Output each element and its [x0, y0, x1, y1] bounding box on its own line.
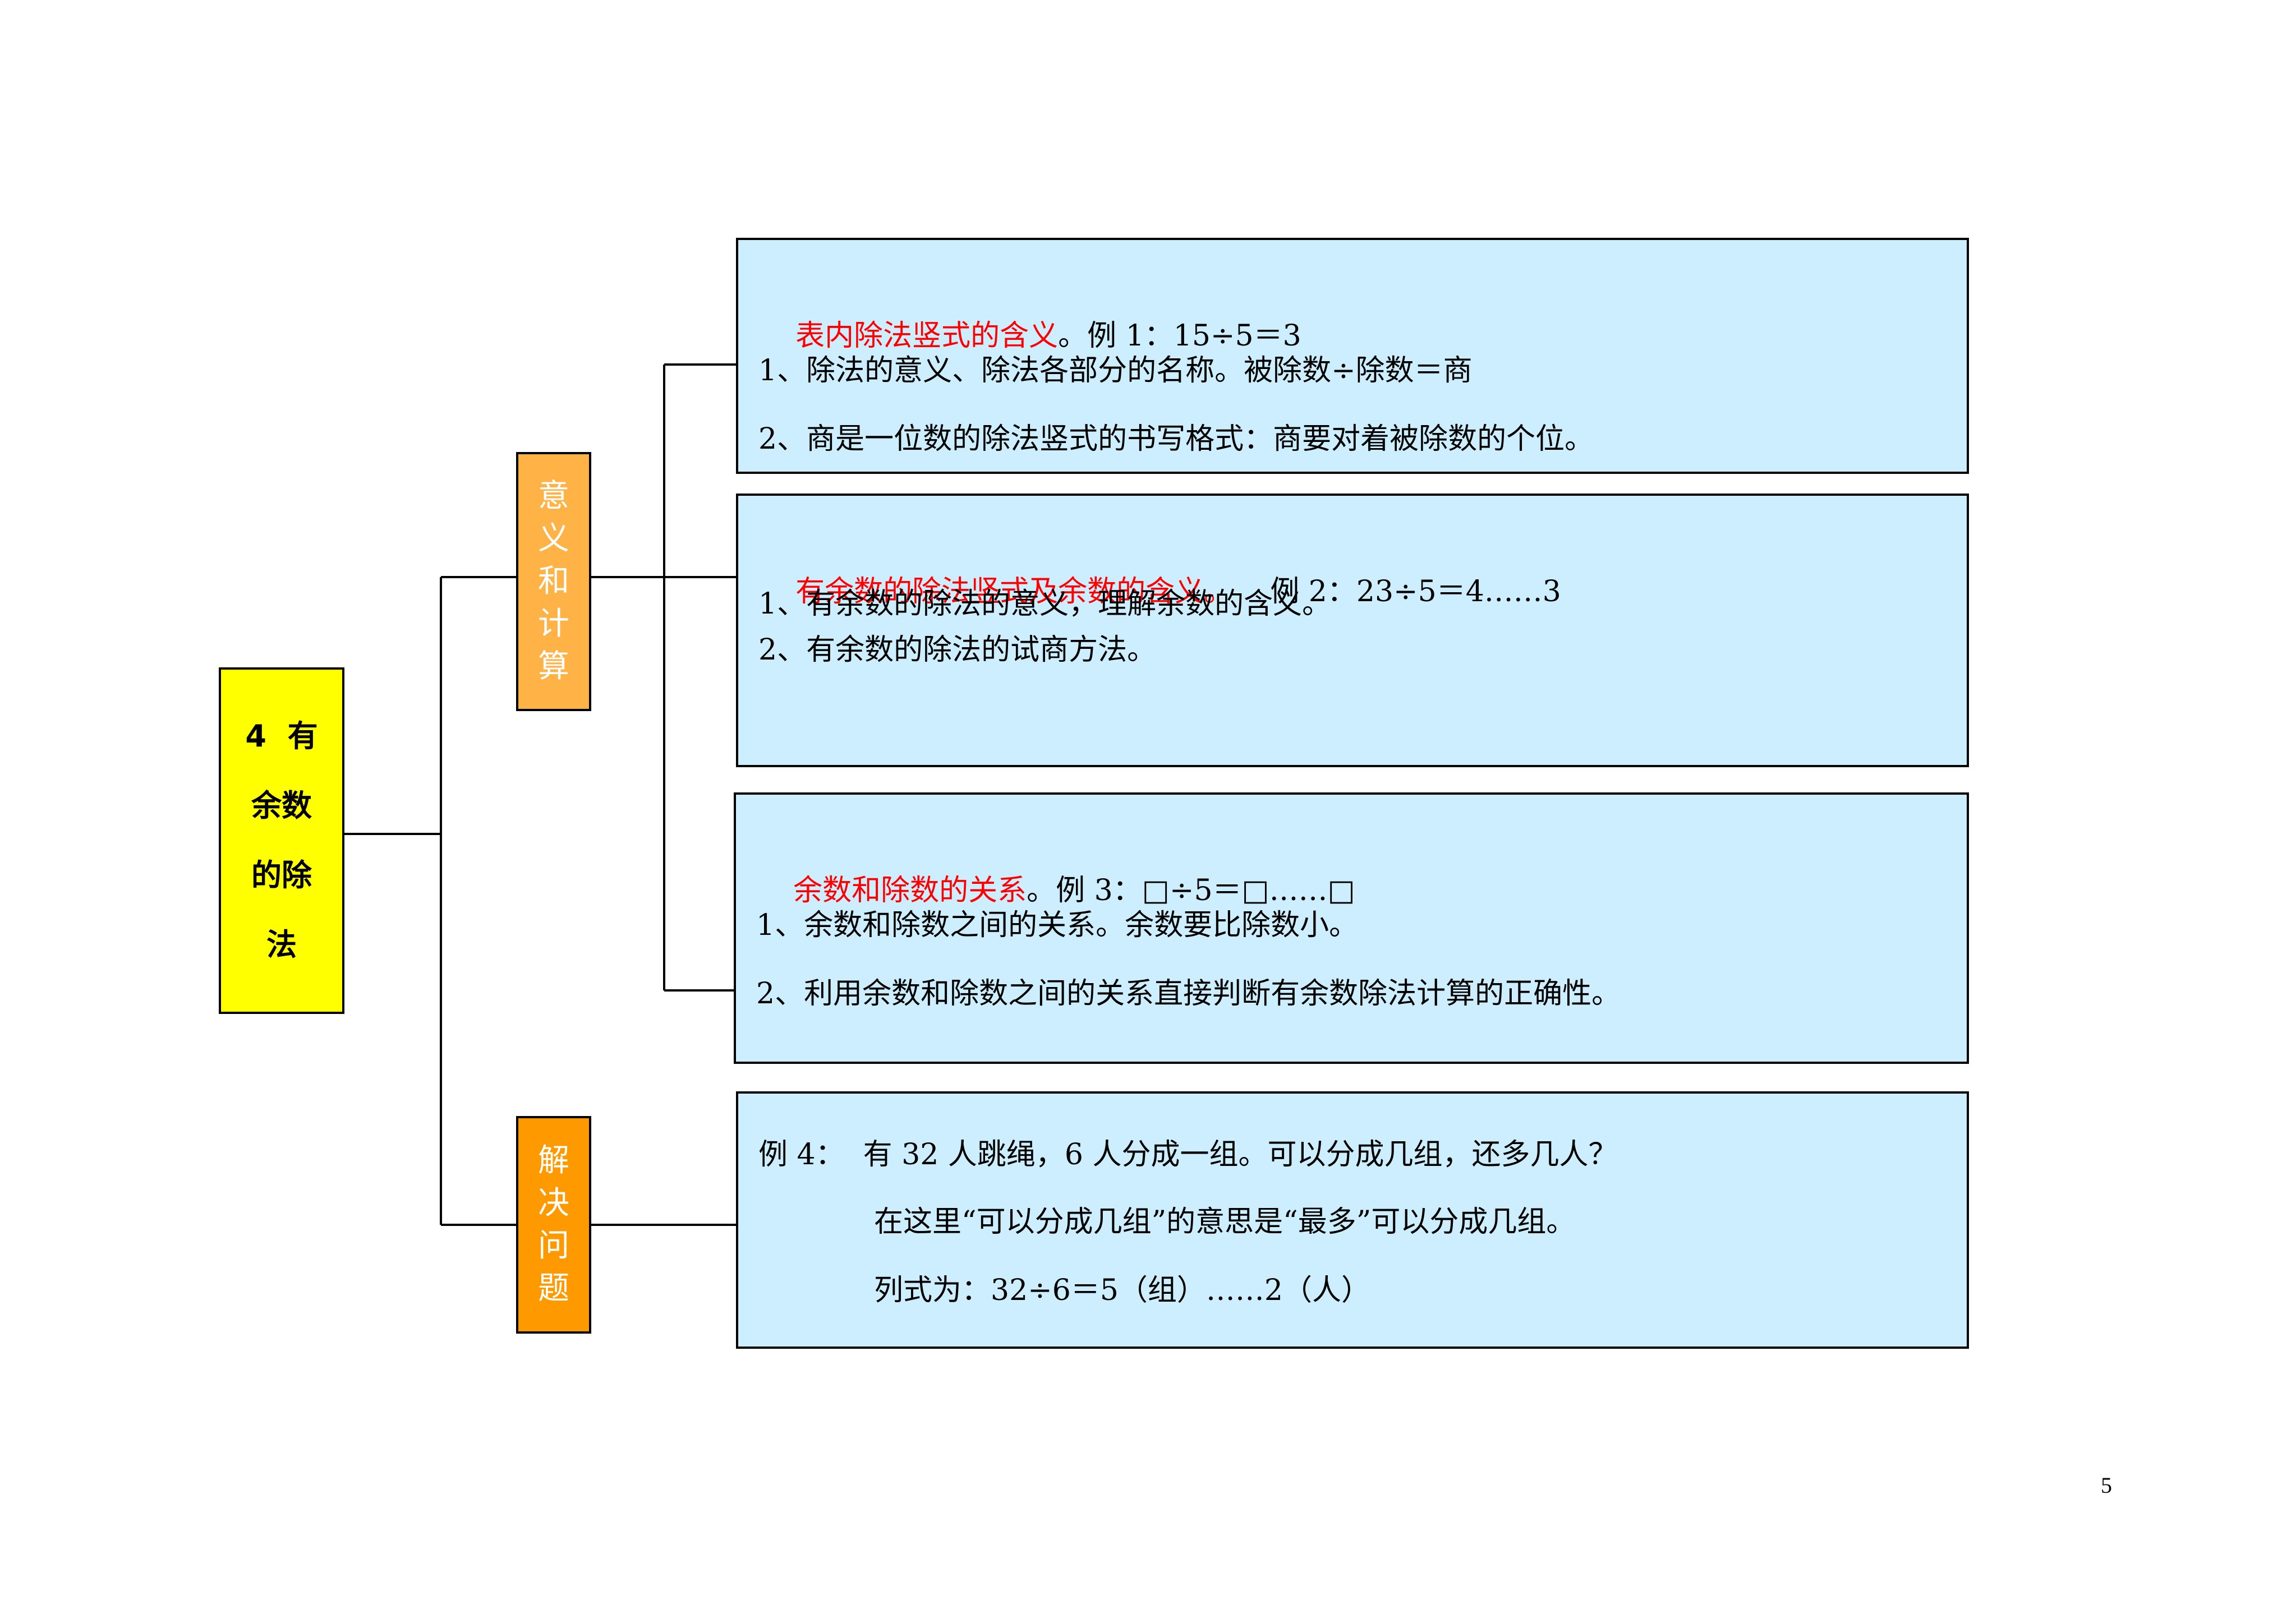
root-title-line: 的除: [251, 857, 312, 893]
category-char: 解: [538, 1142, 569, 1179]
category-char: 问: [538, 1228, 569, 1264]
box-line: 1、余数和除数之间的关系。余数要比除数小。: [756, 909, 1359, 942]
category-char: 意: [538, 478, 569, 514]
heading-example-text: 例 2：23÷5＝4……3: [1233, 575, 1561, 608]
box-heading: 余数和除数的关系。例 3：□÷5＝□……□: [756, 833, 1355, 942]
page-number: 5: [2101, 1473, 2112, 1498]
category-char: 题: [538, 1270, 569, 1307]
category-char: 决: [538, 1185, 569, 1221]
root-title-line: 法: [266, 927, 297, 962]
box-line: 2、有余数的除法的试商方法。: [758, 633, 1157, 667]
category-problem-solving: 解 决 问 题: [516, 1116, 591, 1334]
category-char: 算: [538, 648, 569, 685]
box-line: 1、除法的意义、除法各部分的名称。被除数÷除数＝商: [758, 354, 1473, 388]
content-box-3: 余数和除数的关系。例 3：□÷5＝□……□ 1、余数和除数之间的关系。余数要比除…: [734, 792, 1969, 1064]
box-line: 1、有余数的除法的意义，理解余数的含义。: [758, 587, 1332, 621]
box-line: 2、商是一位数的除法竖式的书写格式：商要对着被除数的个位。: [758, 422, 1594, 456]
box-heading: 表内除法竖式的含义。例 1：15÷5＝3: [758, 278, 1301, 388]
category-char: 义: [538, 520, 569, 557]
box-heading: 有余数的除法竖式及余数的含义。 例 2：23÷5＝4……3: [758, 534, 1561, 643]
content-box-4: 例 4： 有 32 人跳绳，6 人分成一组。可以分成几组，还多几人？ 在这里“可…: [736, 1091, 1969, 1349]
root-title-line: 余数: [251, 788, 312, 823]
root-topic-box: 4 有 余数 的除 法: [219, 667, 344, 1014]
category-char: 计: [538, 606, 569, 642]
heading-red-text: 表内除法竖式的含义: [795, 319, 1059, 353]
heading-red-text: 余数和除数的关系: [793, 874, 1027, 907]
box-line: 例 4： 有 32 人跳绳，6 人分成一组。可以分成几组，还多几人？: [758, 1138, 1618, 1172]
content-box-2: 有余数的除法竖式及余数的含义。 例 2：23÷5＝4……3 1、有余数的除法的意…: [736, 494, 1969, 767]
box-line: 列式为：32÷6＝5（组）……2（人）: [874, 1274, 1370, 1307]
content-box-1: 表内除法竖式的含义。例 1：15÷5＝3 1、除法的意义、除法各部分的名称。被除…: [736, 238, 1969, 474]
category-char: 和: [538, 563, 569, 600]
box-line: 在这里“可以分成几组”的意思是“最多”可以分成几组。: [874, 1205, 1576, 1239]
heading-example-text: 。例 3：□÷5＝□……□: [1027, 874, 1355, 907]
category-meaning-calculation: 意 义 和 计 算: [516, 452, 591, 711]
root-title-line: 4 有: [245, 718, 318, 754]
heading-example-text: 。例 1：15÷5＝3: [1058, 319, 1301, 353]
heading-red-text: 有余数的除法竖式及余数的含义。: [795, 575, 1234, 608]
box-line: 2、利用余数和除数之间的关系直接判断有余数除法计算的正确性。: [756, 977, 1621, 1011]
